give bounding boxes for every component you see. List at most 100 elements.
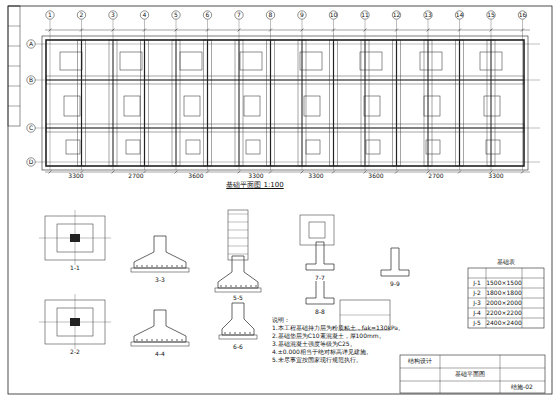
rebar-dot — [220, 285, 221, 286]
drawing-stroke — [459, 20, 460, 171]
drawing-stroke — [228, 238, 248, 239]
drawing-stroke — [49, 29, 52, 32]
drawing-stroke — [134, 310, 186, 342]
title-block-text: 结构设计 — [408, 358, 432, 365]
dimension: 3600 — [367, 173, 384, 180]
footing-outline — [364, 96, 380, 116]
axis-bubble — [518, 11, 526, 19]
axis-number: 14 — [456, 12, 464, 19]
drawing-stroke — [340, 315, 390, 316]
drawing-stroke — [522, 20, 523, 171]
table-cell: 2200×2200 — [486, 310, 522, 317]
footing-outline — [244, 96, 260, 116]
axis-number: 4 — [143, 12, 147, 19]
drawing-stroke — [81, 20, 82, 171]
drawing-stroke — [400, 381, 545, 382]
footing-outline — [360, 52, 382, 70]
cushion-layer — [215, 288, 261, 292]
foundation-strip — [78, 40, 86, 166]
drawing-stroke — [49, 171, 52, 174]
drawing-stroke — [301, 29, 304, 32]
rebar-dot — [146, 339, 147, 340]
footing-outline — [124, 96, 140, 116]
rebar-dot — [229, 332, 230, 333]
rebar-dot — [161, 265, 162, 266]
dimension: 3600 — [187, 173, 204, 180]
footing-outline — [300, 52, 322, 70]
section-label: 5-5 — [232, 295, 244, 302]
drawing-stroke — [333, 40, 334, 166]
drawing-stroke — [134, 236, 186, 268]
drawing-stroke — [270, 20, 271, 171]
rebar-dot — [156, 339, 157, 340]
drawing-stroke — [400, 368, 545, 369]
axis-bubble — [140, 11, 148, 19]
drawing-stroke — [428, 40, 429, 166]
drawing-stroke — [239, 20, 240, 171]
drawing-stroke — [332, 29, 335, 32]
drawing-stroke — [228, 230, 248, 231]
foundation-strip — [172, 40, 180, 166]
cushion-layer — [219, 335, 257, 339]
foundation-strip — [235, 40, 243, 166]
foundation-strip — [267, 40, 275, 166]
table-cell: 1500×1500 — [486, 280, 522, 287]
foundation-strip — [141, 40, 149, 166]
axis-number: 7 — [237, 12, 241, 19]
drawing-stroke — [269, 29, 272, 32]
drawing-stroke — [468, 278, 544, 279]
table-cell: 基础表 — [497, 259, 515, 266]
dimension: 3300 — [307, 173, 324, 180]
drawing-stroke — [395, 29, 398, 32]
drawing-stroke — [365, 40, 366, 166]
drawing-stroke — [8, 6, 20, 7]
drawing-stroke — [468, 298, 544, 299]
rebar-dot — [239, 332, 240, 333]
rebar-dot — [166, 265, 167, 266]
drawing-stroke — [468, 288, 544, 289]
cushion-layer — [131, 342, 189, 346]
rebar-dot — [244, 332, 245, 333]
axis-number: 9 — [300, 12, 304, 19]
drawing-stroke — [364, 171, 367, 174]
section-label: 1-1 — [69, 265, 81, 272]
detail-plan — [300, 215, 334, 245]
drawing-stroke — [381, 248, 409, 276]
foundation-strip — [298, 40, 306, 166]
dimension: 3300 — [487, 173, 504, 180]
drawing-stroke — [45, 30, 530, 31]
axis-bubble — [27, 158, 35, 166]
axis-bubble — [27, 76, 35, 84]
footing-outline — [426, 140, 440, 154]
drawing-stroke — [468, 318, 544, 319]
drawing-stroke — [427, 29, 430, 32]
drawing-stroke — [269, 171, 272, 174]
title-block — [400, 355, 545, 393]
drawing-stroke — [428, 20, 429, 171]
drawing-stroke — [75, 294, 76, 350]
section-label: 9-9 — [389, 281, 401, 288]
axis-number: 10 — [330, 12, 338, 19]
footing-outline — [60, 52, 82, 70]
drawing-stroke — [490, 29, 493, 32]
axis-number: D — [29, 159, 34, 166]
table-cell: 2000×2000 — [486, 300, 522, 307]
section-label: 3-3 — [154, 277, 166, 284]
rebar-dot — [249, 332, 250, 333]
drawing-stroke — [228, 246, 248, 247]
drawing-stroke — [458, 171, 461, 174]
drawing-stroke — [144, 40, 145, 166]
drawing-stroke — [365, 20, 366, 171]
axis-bubble — [172, 11, 180, 19]
drawing-stroke — [521, 29, 524, 32]
axis-number: 6 — [206, 12, 210, 19]
rebar-dot — [141, 265, 142, 266]
drawing-stroke — [8, 26, 20, 27]
footing-outline — [484, 96, 500, 116]
footing-outline — [366, 140, 380, 154]
footing-outline — [306, 140, 320, 154]
drawing-stroke — [396, 40, 397, 166]
drawing-stroke — [206, 29, 209, 32]
rebar-dot — [230, 285, 231, 286]
drawing-stroke — [468, 308, 544, 309]
